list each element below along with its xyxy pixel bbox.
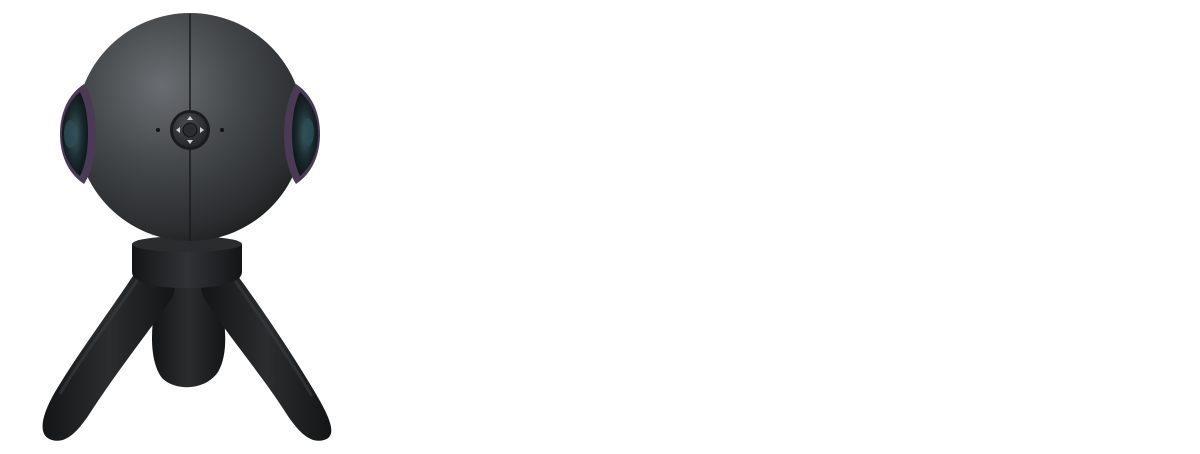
right-lens [284,84,320,184]
arrow-left-icon [176,127,180,133]
left-lens [60,84,96,184]
tripod-right-leg [201,262,332,441]
tripod-rear-leg [152,285,226,388]
indicator-dot-right [220,128,224,132]
tripod-mount [132,244,242,288]
arrow-up-icon [187,116,193,120]
tripod-left-leg [42,262,175,441]
arrow-right-icon [200,127,204,133]
nav-button-icon[interactable] [170,110,210,150]
indicator-dot-left [156,128,160,132]
arrow-down-icon [187,140,193,144]
